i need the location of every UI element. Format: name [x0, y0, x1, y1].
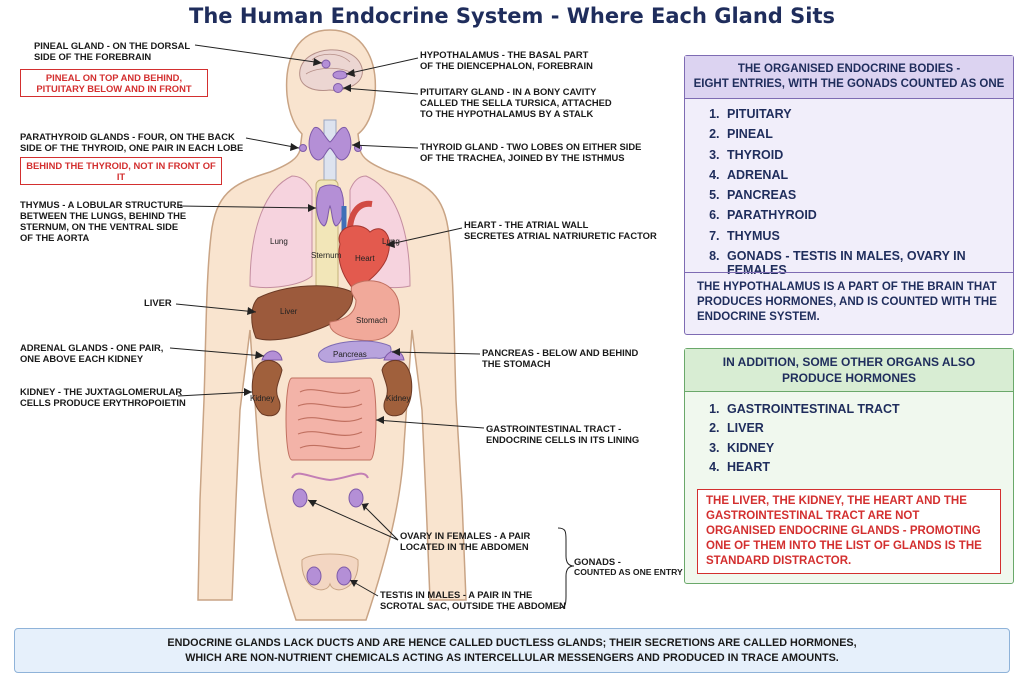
list-item: THYMUS [723, 229, 1013, 249]
fallopian-tubes [291, 472, 369, 482]
pancreas [318, 340, 392, 363]
leader-heart [385, 227, 463, 246]
leader-gi [375, 419, 485, 429]
ovary-right [348, 488, 364, 508]
parathyroid-gland-left [299, 144, 307, 152]
gonads-brace [557, 527, 575, 609]
organ-label-pancreas: Pancreas [333, 350, 367, 359]
leader-hypothalamus [345, 57, 419, 75]
leader-ovary-right [361, 503, 399, 541]
hypothalamus [332, 70, 348, 80]
label-thyroid: THYROID GLAND - TWO LOBES ON EITHER SIDE… [420, 141, 642, 163]
lung-left [249, 175, 313, 289]
leader-pineal [194, 44, 323, 64]
organ-label-kidney-right: Kidney [386, 394, 410, 403]
organ-label-heart: Heart [355, 254, 375, 263]
note-pineal: PINEAL ON TOP AND BEHIND,PITUITARY BELOW… [20, 69, 208, 97]
leader-liver [175, 303, 257, 313]
testis-left [306, 566, 322, 586]
heart [338, 225, 390, 291]
leader-lines [169, 44, 575, 609]
organ-label-lung-left: Lung [270, 237, 288, 246]
list-item: GONADS - TESTIS IN MALES, OVARY IN FEMAL… [723, 249, 1013, 277]
small-intestine-coils [297, 389, 363, 450]
endocrine-bodies-list: PITUITARY PINEAL THYROID ADRENAL PANCREA… [685, 107, 1013, 277]
leader-thyroid [351, 144, 419, 149]
ovary-left [292, 488, 308, 508]
note-parathyroid: BEHIND THE THYROID, NOT IN FRONT OF IT [20, 157, 222, 185]
large-intestine [285, 377, 377, 461]
endocrine-bodies-heading: THE ORGANISED ENDOCRINE BODIES -EIGHT EN… [685, 56, 1013, 99]
adrenal-gland-left [261, 350, 283, 361]
other-organs-list: GASTROINTESTINAL TRACT LIVER KIDNEY HEAR… [685, 402, 1013, 479]
organ-label-liver: Liver [280, 307, 298, 316]
pineal-gland [321, 59, 331, 69]
hypothalamus-note: THE HYPOTHALAMUS IS A PART OF THE BRAIN … [685, 272, 1013, 332]
list-item: ADRENAL [723, 168, 1013, 188]
list-item: HEART [723, 460, 1013, 479]
label-gi: GASTROINTESTINAL TRACT -ENDOCRINE CELLS … [486, 423, 640, 445]
leader-arrowheads [244, 58, 400, 587]
list-item: PITUITARY [723, 107, 1013, 127]
footer-note: ENDOCRINE GLANDS LACK DUCTS AND ARE HENC… [14, 628, 1010, 673]
leader-ovary-left [307, 499, 399, 541]
leader-thymus [179, 205, 317, 209]
list-item: PINEAL [723, 127, 1013, 147]
list-item: GASTROINTESTINAL TRACT [723, 402, 1013, 421]
list-item: PARATHYROID [723, 208, 1013, 228]
label-adrenal: ADRENAL GLANDS - ONE PAIR,ONE ABOVE EACH… [20, 342, 164, 364]
testis-right [336, 566, 352, 586]
leader-kidney [177, 391, 253, 397]
stomach [329, 280, 400, 342]
page-title: The Human Endocrine System - Where Each … [189, 4, 835, 28]
leader-parathyroid [245, 137, 300, 149]
kidney-right [381, 359, 413, 417]
pituitary-gland [333, 83, 343, 93]
organ-label-stomach: Stomach [356, 316, 388, 325]
list-item: LIVER [723, 421, 1013, 440]
list-item: THYROID [723, 148, 1013, 168]
organ-label-lung-right: Lung [382, 237, 400, 246]
list-item: PANCREAS [723, 188, 1013, 208]
thyroid-gland [308, 126, 352, 161]
endocrine-bodies-panel: THE ORGANISED ENDOCRINE BODIES -EIGHT EN… [684, 55, 1014, 335]
kidney-left [251, 359, 283, 417]
label-gonads: GONADS - COUNTED AS ONE ENTRY [574, 556, 683, 577]
organ-label-sternum: Sternum [311, 251, 342, 260]
distractor-warning: THE LIVER, THE KIDNEY, THE HEART AND THE… [697, 489, 1001, 574]
leader-adrenal [169, 347, 265, 357]
list-item: KIDNEY [723, 441, 1013, 460]
leader-pancreas [391, 351, 481, 355]
leader-pituitary [342, 87, 419, 95]
organ-label-kidney-left: Kidney [250, 394, 274, 403]
liver [251, 285, 354, 341]
label-liver: LIVER [144, 297, 172, 308]
thymus [316, 184, 344, 227]
